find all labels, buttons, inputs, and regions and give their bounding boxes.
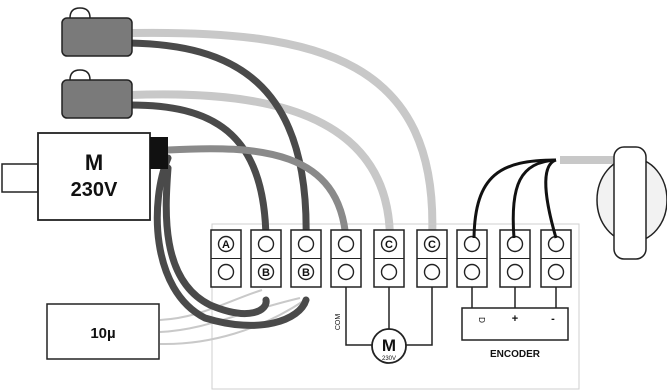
motor-label-m: M: [85, 150, 103, 175]
motor: M 230V: [1, 132, 168, 221]
terminal-screw: [297, 235, 315, 253]
terminal-screw: [547, 263, 565, 281]
terminal-screw: [506, 235, 524, 253]
terminal-7: [456, 229, 488, 288]
encoder-pin-minus: -: [551, 313, 555, 325]
terminal-screw: [337, 263, 355, 281]
terminal-letter: B: [262, 267, 270, 279]
motor-label-voltage: 230V: [71, 179, 118, 201]
schematic-motor-m: M: [382, 336, 396, 355]
encoder-pin-plus: +: [512, 313, 518, 325]
terminal-screw: [257, 263, 275, 281]
terminal-9: [540, 229, 572, 288]
terminal-screw: [217, 235, 235, 253]
dark-wires: [126, 39, 310, 329]
capacitor-label: 10µ: [90, 325, 115, 342]
terminal-6: C: [416, 229, 448, 288]
terminal-screw: [380, 263, 398, 281]
terminal-screw: [217, 263, 235, 281]
terminal-block: A B B C C: [210, 229, 572, 288]
terminal-letter: A: [222, 239, 230, 251]
terminal-5: C: [373, 229, 405, 288]
encoder-sensor: [596, 146, 667, 260]
terminal-2: B: [250, 229, 282, 288]
terminal-screw: [506, 263, 524, 281]
terminal-letter: B: [302, 267, 310, 279]
terminal-8: [499, 229, 531, 288]
schematic-lines: [345, 287, 557, 346]
terminal-screw: [423, 235, 441, 253]
terminal-letter: C: [385, 239, 393, 251]
com-label: COM: [335, 314, 342, 331]
terminal-screw: [380, 235, 398, 253]
encoder-wires: [472, 158, 558, 239]
encoder-label: ENCODER: [490, 349, 541, 360]
light-wires: [126, 28, 437, 244]
terminal-screw: [337, 235, 355, 253]
terminal-3: B: [290, 229, 322, 288]
sensor-middle: [61, 69, 133, 119]
sensor-top: [61, 7, 133, 57]
terminal-letter: C: [428, 239, 436, 251]
terminal-screw: [257, 235, 275, 253]
encoder: D + - ENCODER: [461, 307, 569, 360]
capacitor: 10µ: [46, 303, 160, 360]
terminal-screw: [547, 235, 565, 253]
terminal-screw: [423, 263, 441, 281]
terminal-screw: [297, 263, 315, 281]
terminal-1: A: [210, 229, 242, 288]
terminal-screw: [463, 263, 481, 281]
terminal-4: [330, 229, 362, 288]
terminal-screw: [463, 235, 481, 253]
schematic-motor-voltage: 230V: [382, 356, 396, 362]
encoder-pin-d: D: [477, 317, 486, 323]
schematic-motor: M 230V COM: [335, 314, 407, 364]
motor-wire: [164, 145, 350, 244]
